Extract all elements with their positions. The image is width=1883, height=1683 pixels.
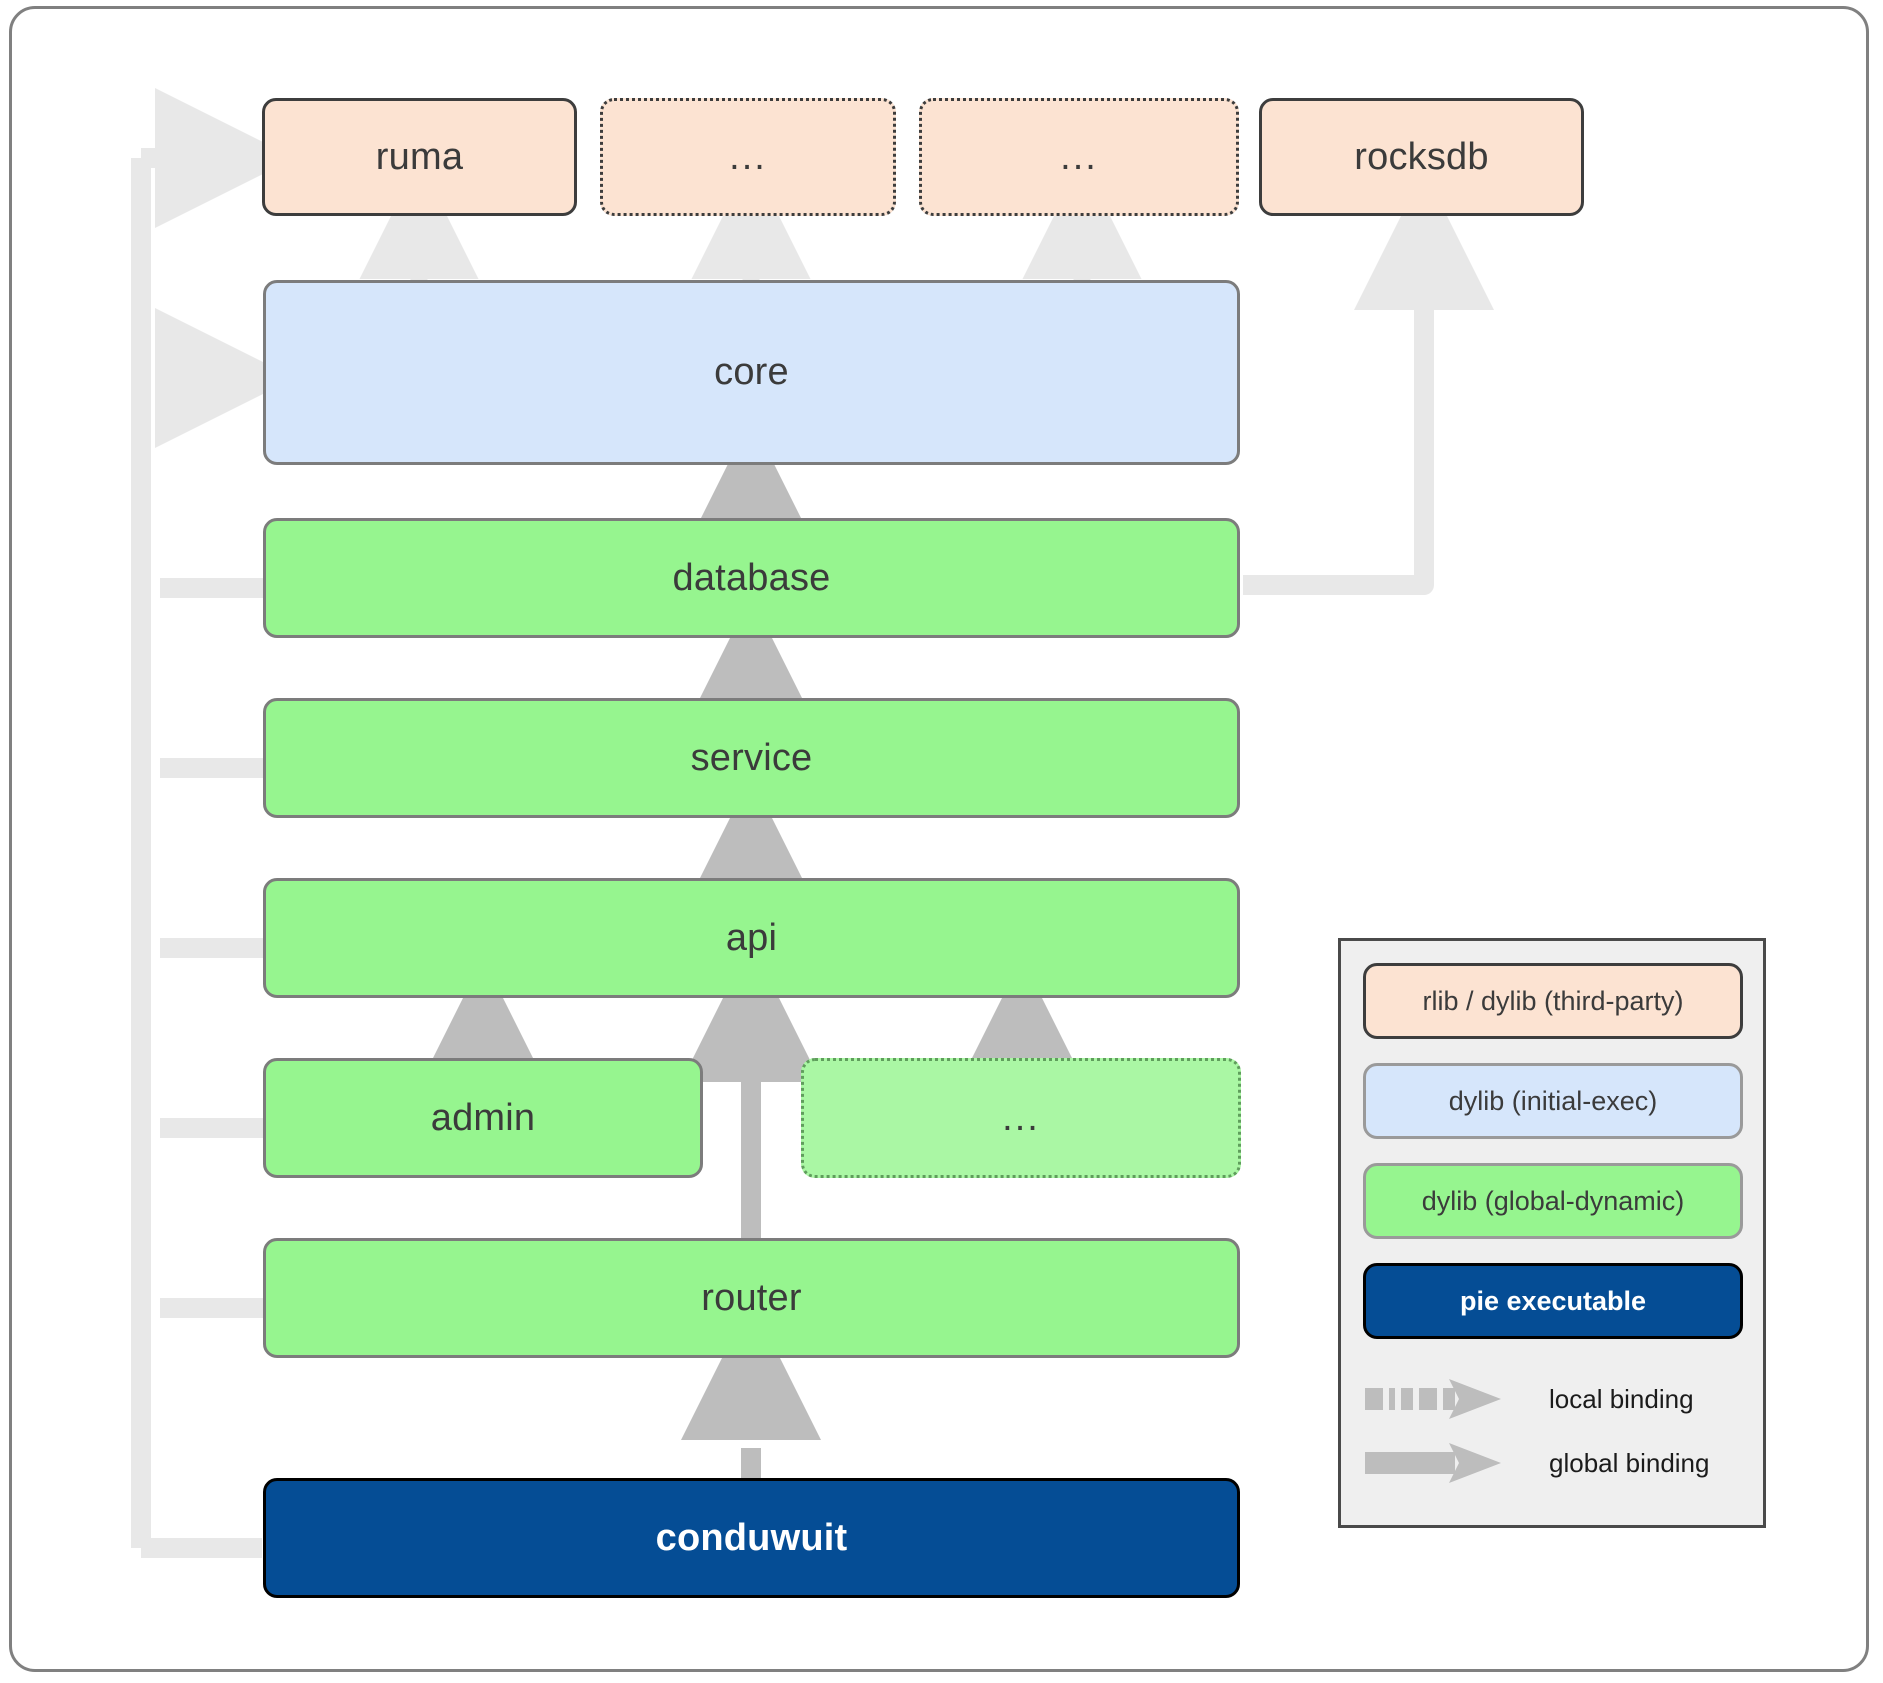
legend-local-binding-label: local binding bbox=[1549, 1383, 1694, 1414]
node-core-label: core bbox=[714, 351, 789, 393]
node-ruma[interactable]: ruma bbox=[262, 98, 577, 216]
legend-swatch-third-party: rlib / dylib (third-party) bbox=[1363, 963, 1743, 1039]
node-conduwuit-label: conduwuit bbox=[655, 1516, 848, 1559]
node-router-label: router bbox=[701, 1276, 802, 1319]
legend-swatch-global-dynamic-label: dylib (global-dynamic) bbox=[1421, 1185, 1685, 1216]
node-ellipsis-1[interactable]: ... bbox=[600, 98, 896, 216]
legend-row-local-binding: local binding bbox=[1363, 1371, 1753, 1427]
node-ellipsis-3[interactable]: ... bbox=[801, 1058, 1241, 1178]
node-database[interactable]: database bbox=[263, 518, 1240, 638]
legend-global-binding-label: global binding bbox=[1549, 1447, 1710, 1478]
node-admin[interactable]: admin bbox=[263, 1058, 703, 1178]
node-service-label: service bbox=[690, 736, 813, 779]
legend-swatch-initial-exec-label: dylib (initial-exec) bbox=[1448, 1085, 1658, 1116]
node-api[interactable]: api bbox=[263, 878, 1240, 998]
legend-swatch-initial-exec: dylib (initial-exec) bbox=[1363, 1063, 1743, 1139]
node-ellipsis-3-label: ... bbox=[1002, 1096, 1040, 1139]
node-api-label: api bbox=[725, 916, 778, 959]
dashed-arrow-icon bbox=[1363, 1373, 1513, 1425]
node-admin-label: admin bbox=[430, 1096, 536, 1139]
node-ruma-label: ruma bbox=[375, 135, 464, 178]
node-database-label: database bbox=[672, 556, 831, 599]
node-conduwuit[interactable]: conduwuit bbox=[263, 1478, 1240, 1598]
solid-arrow-icon bbox=[1363, 1437, 1513, 1489]
legend-panel: rlib / dylib (third-party) dylib (initia… bbox=[1338, 938, 1766, 1528]
node-rocksdb-label: rocksdb bbox=[1354, 135, 1489, 178]
node-ellipsis-1-label: ... bbox=[729, 135, 767, 178]
legend-swatch-pie-executable: pie executable bbox=[1363, 1263, 1743, 1339]
node-ellipsis-2-label: ... bbox=[1060, 135, 1098, 178]
node-ellipsis-2[interactable]: ... bbox=[919, 98, 1239, 216]
node-service[interactable]: service bbox=[263, 698, 1240, 818]
legend-swatch-third-party-label: rlib / dylib (third-party) bbox=[1422, 985, 1684, 1016]
node-rocksdb[interactable]: rocksdb bbox=[1259, 98, 1584, 216]
node-router[interactable]: router bbox=[263, 1238, 1240, 1358]
node-core[interactable]: core bbox=[263, 280, 1240, 465]
legend-row-global-binding: global binding bbox=[1363, 1435, 1753, 1491]
legend-swatch-pie-executable-label: pie executable bbox=[1459, 1285, 1647, 1316]
legend-swatch-global-dynamic: dylib (global-dynamic) bbox=[1363, 1163, 1743, 1239]
